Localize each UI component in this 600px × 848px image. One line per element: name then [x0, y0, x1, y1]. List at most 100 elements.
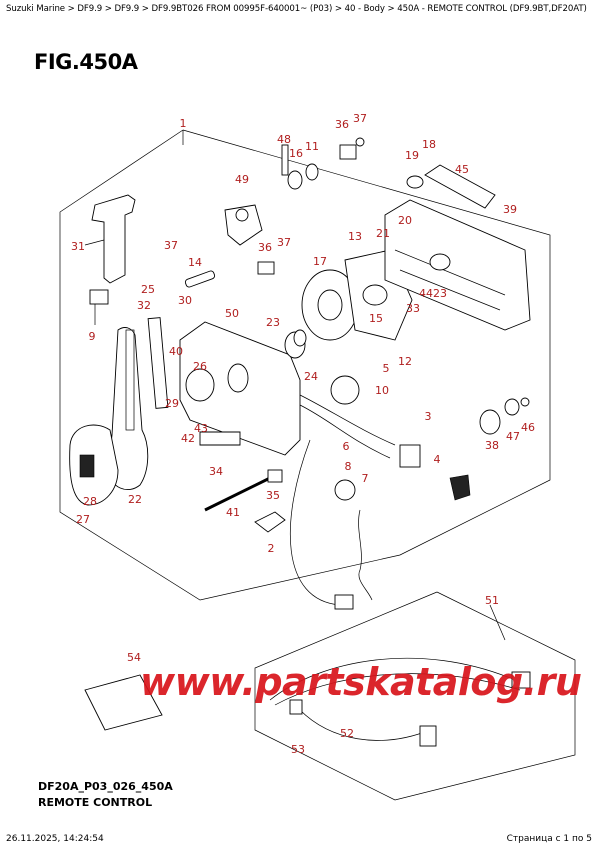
- callout-c35: 35: [266, 489, 280, 502]
- collar-36b-part: [257, 261, 275, 275]
- callout-c22: 22: [128, 493, 142, 506]
- figure-title: FIG.450A: [34, 50, 138, 74]
- callout-c9: 9: [89, 330, 96, 343]
- handle-button: [79, 454, 95, 478]
- leader-line-51: [489, 604, 506, 641]
- callout-c47: 47: [506, 430, 520, 443]
- harness-connector-left: [289, 699, 303, 715]
- callout-c16: 16: [289, 147, 303, 160]
- callout-c45: 45: [455, 163, 469, 176]
- callout-c34: 34: [209, 465, 223, 478]
- wire-bundle-a: [299, 394, 396, 446]
- callout-c8: 8: [345, 460, 352, 473]
- key-part: [449, 474, 471, 501]
- shaft-ring: [362, 284, 388, 306]
- callout-c43: 43: [194, 422, 208, 435]
- nut-46-part: [520, 397, 530, 407]
- throttle-arm-part: [147, 317, 169, 409]
- neutral-switch-part: [89, 289, 109, 305]
- callout-c26: 26: [193, 360, 207, 373]
- callout-c44: 44: [419, 287, 433, 300]
- housing-hole: [227, 363, 249, 393]
- callout-c24: 24: [304, 370, 318, 383]
- harness-frame: [254, 591, 576, 801]
- callout-c37a: 37: [353, 112, 367, 125]
- callout-c50: 50: [225, 307, 239, 320]
- callout-c20: 20: [398, 214, 412, 227]
- callout-c37c: 37: [277, 236, 291, 249]
- washer-11-part: [305, 163, 319, 181]
- lever-shaft: [125, 329, 135, 431]
- harness-connector-lower: [419, 725, 437, 747]
- plate-2-part: [254, 511, 286, 533]
- ring-19-part: [406, 175, 424, 189]
- connector-part: [334, 594, 354, 610]
- callout-c41: 41: [226, 506, 240, 519]
- callout-c51: 51: [485, 594, 499, 607]
- lanyard-cord: [358, 509, 373, 601]
- callout-c11: 11: [305, 140, 319, 153]
- trim-switch-part: [330, 375, 360, 405]
- callout-c6: 6: [343, 440, 350, 453]
- callout-c30: 30: [178, 294, 192, 307]
- parts-packet-part: [84, 674, 163, 731]
- callout-c7: 7: [362, 472, 369, 485]
- gear-hub: [317, 289, 343, 321]
- washer-16-part: [287, 170, 303, 190]
- callout-c36a: 36: [335, 118, 349, 131]
- collar-36-part: [339, 144, 357, 160]
- callout-c38: 38: [485, 439, 499, 452]
- callout-c54: 54: [127, 651, 141, 664]
- bracket-part: [224, 204, 263, 246]
- callout-c3: 3: [425, 410, 432, 423]
- diagram-name: REMOTE CONTROL: [38, 796, 153, 809]
- callout-c32: 32: [137, 299, 151, 312]
- diagram-code: DF20A_P03_026_450A: [38, 780, 173, 793]
- key-switch-part: [399, 444, 421, 468]
- long-bolt-part: [204, 476, 271, 512]
- callout-c21: 21: [376, 227, 390, 240]
- bracket-hole: [235, 208, 249, 222]
- watermark: www.partskatalog.ru: [140, 660, 582, 704]
- detent-26-part: [185, 368, 215, 402]
- callout-c13: 13: [348, 230, 362, 243]
- callout-c46: 46: [521, 421, 535, 434]
- callout-c17: 17: [313, 255, 327, 268]
- harness-wire-a: [269, 657, 516, 701]
- footer-page-info: Страница с 1 по 5: [506, 834, 592, 844]
- callout-c25: 25: [141, 283, 155, 296]
- callout-c52: 52: [340, 727, 354, 740]
- callout-c53: 53: [291, 743, 305, 756]
- knob-38-part: [479, 409, 501, 435]
- bracket-34-part: [199, 431, 241, 446]
- callout-c23b: 23: [433, 287, 447, 300]
- callout-c31: 31: [71, 240, 85, 253]
- assembly-frame: [59, 129, 551, 601]
- callout-c5: 5: [383, 362, 390, 375]
- cover-housing-part: [384, 199, 531, 331]
- callout-c40: 40: [169, 345, 183, 358]
- callout-c49: 49: [235, 173, 249, 186]
- bolt-part: [281, 144, 289, 176]
- harness-wire-b: [274, 673, 521, 706]
- callout-c42: 42: [181, 432, 195, 445]
- leader-line-31: [84, 239, 105, 246]
- callout-c29: 29: [165, 397, 179, 410]
- wire-harness-lead: [290, 439, 341, 606]
- cover-housing-detail: [394, 249, 506, 311]
- harness-connector-right: [511, 671, 531, 689]
- callout-c19: 19: [405, 149, 419, 162]
- callout-c37b: 37: [164, 239, 178, 252]
- cover-hole: [429, 253, 451, 271]
- grip-cover-part: [91, 194, 136, 284]
- callout-c36b: 36: [258, 241, 272, 254]
- breadcrumb: Suzuki Marine > DF9.9 > DF9.9 > DF9.9BT0…: [6, 4, 587, 14]
- callout-c23a: 23: [266, 316, 280, 329]
- wire-bundle-b: [299, 404, 391, 459]
- callout-c4: 4: [434, 453, 441, 466]
- callout-c15: 15: [369, 312, 383, 325]
- seal-inner: [293, 329, 307, 347]
- callout-c27: 27: [76, 513, 90, 526]
- callout-c10: 10: [375, 384, 389, 397]
